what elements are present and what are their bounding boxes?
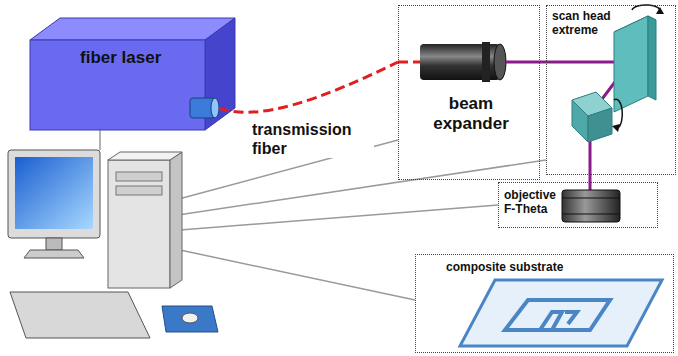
lens-body	[562, 190, 620, 222]
laser-block	[30, 18, 235, 130]
beam-line	[589, 175, 592, 182]
fiber-end	[398, 61, 420, 64]
plate-pattern	[540, 312, 577, 330]
lens-ring	[562, 198, 620, 199]
node-label: objective F-Theta	[504, 189, 562, 217]
mouse-pad	[162, 306, 218, 332]
beam-segment	[506, 61, 540, 64]
laser-beam	[506, 62, 630, 190]
lens-ring	[562, 214, 620, 215]
control-wire	[99, 130, 101, 150]
control-wire	[178, 160, 546, 215]
objective-region: objective F-Theta	[498, 182, 658, 228]
drive-bay	[116, 172, 162, 181]
substrate-plate	[460, 280, 662, 346]
beam-segment	[589, 182, 592, 190]
mirror	[572, 100, 588, 142]
monitor-stand	[46, 238, 62, 250]
edge-label: transmission fiber	[250, 120, 374, 158]
laser-box: fiber laser	[30, 18, 219, 130]
cylinder-ring	[482, 42, 490, 82]
control-wire	[180, 250, 415, 300]
monitor-screen	[15, 157, 93, 229]
substrate-region: composite substrate	[415, 254, 674, 353]
node-label: composite substrate	[446, 261, 616, 275]
beam-expander-cylinder	[420, 42, 506, 82]
monitor	[8, 150, 100, 238]
keyboard	[10, 292, 150, 338]
mouse	[182, 313, 198, 323]
cylinder-lens	[494, 44, 506, 80]
rotation-arrowhead	[612, 124, 620, 132]
scan-head-region: scan head extreme	[546, 5, 676, 175]
laser-top	[30, 18, 235, 40]
rotation-arrowhead	[656, 7, 664, 14]
plate-pattern	[505, 300, 610, 330]
laser-port-end	[211, 98, 219, 118]
tower-front	[108, 160, 170, 288]
mirror-side	[648, 16, 656, 100]
expander-region: beam expander	[398, 5, 540, 180]
node-label: fiber laser	[80, 48, 215, 68]
node-label: scan head extreme	[552, 10, 612, 38]
plate	[460, 280, 662, 346]
control-wire	[180, 205, 498, 230]
node-label: beam expander	[425, 94, 517, 133]
fiber-line	[219, 62, 398, 112]
mirror	[614, 16, 648, 112]
rotation-arrow	[614, 99, 622, 128]
objective-lens	[562, 190, 620, 222]
computer	[8, 150, 218, 338]
monitor-base	[24, 250, 84, 258]
mirror-side	[588, 108, 612, 142]
tower-top	[108, 152, 182, 160]
tower-side	[170, 152, 182, 288]
drive-bay	[116, 186, 162, 195]
